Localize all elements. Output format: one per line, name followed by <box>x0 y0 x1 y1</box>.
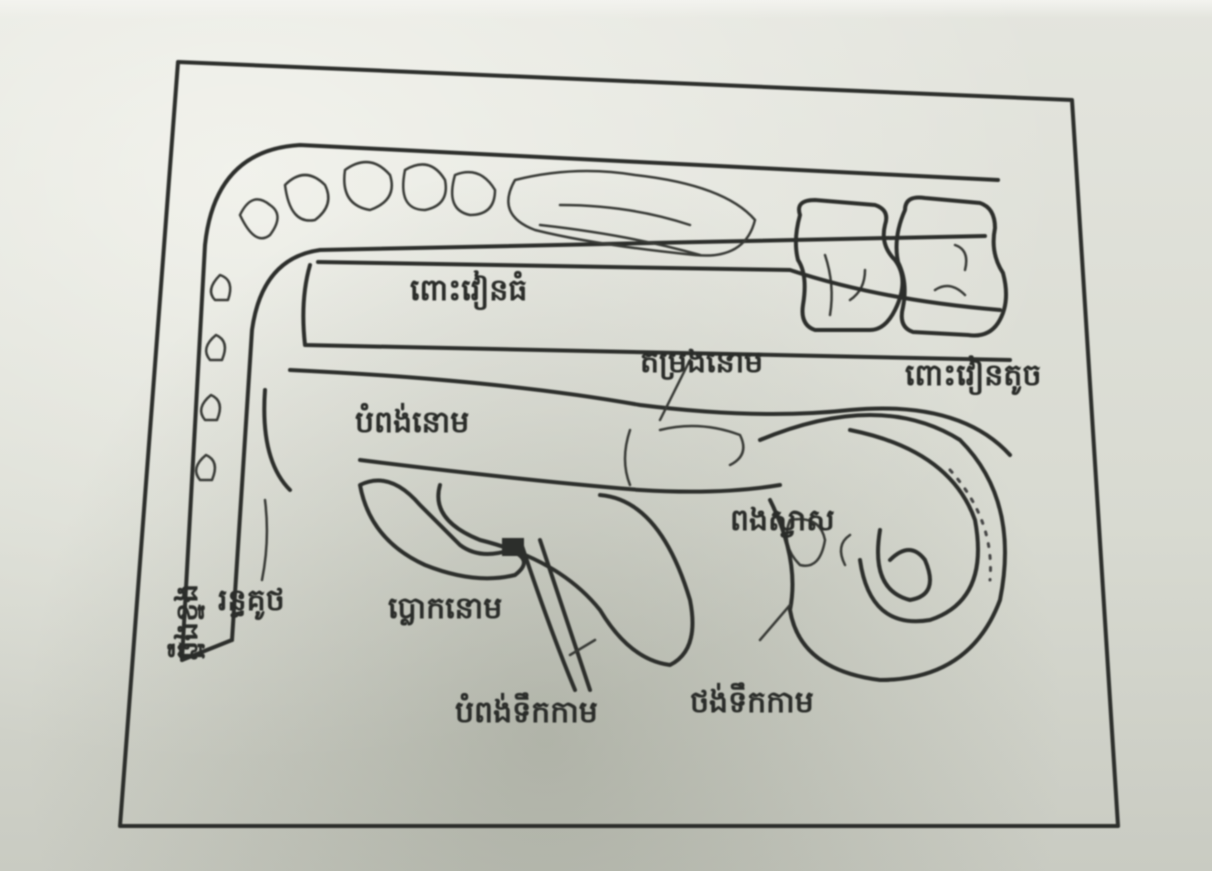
rectum-tube <box>262 500 267 580</box>
backbone-inner <box>232 236 985 640</box>
label-backbone-segment: ពោះវៀនតូច <box>905 355 1041 396</box>
vertebra-block-1 <box>796 200 903 330</box>
vertebra-block-2-inner <box>935 245 966 295</box>
backbone-outer <box>182 145 998 660</box>
label-bladder: ប្លោកនោម <box>388 591 502 626</box>
label-backbone: ឆ្អឹងខ្នង <box>167 584 205 660</box>
leader-seminal <box>760 605 790 640</box>
label-testis: ពងស្វាស <box>730 503 835 538</box>
label-rectum: រន្ធគូថ <box>218 583 285 621</box>
label-seminal-vesicle: ថង់ទឹកកាម <box>690 682 814 720</box>
prostate-gland <box>360 481 524 579</box>
label-vas-deferens: បំពង់ទឹកកាម <box>455 692 598 730</box>
gland-mark <box>502 538 524 556</box>
vertebrae <box>196 162 755 480</box>
testis-curl <box>878 530 930 600</box>
vas-deferens-line <box>520 540 590 690</box>
bladder-outline <box>438 485 692 665</box>
label-colon: ពោះវៀនធំ <box>410 270 527 311</box>
vertebra-block-2 <box>897 198 1007 336</box>
intestine-tube <box>264 390 780 492</box>
intestine-detail <box>625 426 743 485</box>
penis-outer <box>760 415 1005 680</box>
label-kidney: តម្រងនោម <box>640 345 763 380</box>
penis-inner <box>850 430 978 621</box>
label-kidney-tube: បំពង់នោម <box>355 402 469 440</box>
